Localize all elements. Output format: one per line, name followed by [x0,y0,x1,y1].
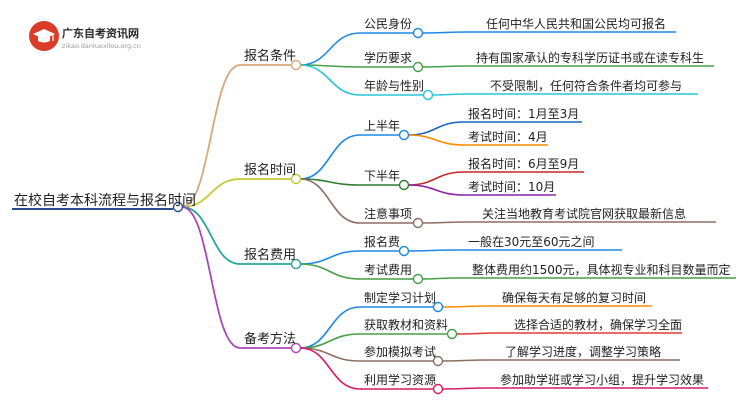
sub-label-citizenship: 公民身份 [364,17,413,31]
sub-label-notes: 注意事项 [364,207,413,221]
edge-branch-3-sub-3 [299,347,361,390]
edge-root-branch-2 [181,206,241,265]
edge-sub-0-1-note [421,65,469,68]
note-materials: 选择合适的教材，确保学习全面 [514,318,683,332]
note-citizenship: 任何中华人民共和国公民均可报名 [486,17,667,31]
item-second-half-exam: 考试时间：10月 [468,180,556,194]
edge-sub-1-item-1 [407,184,465,196]
graduation-cap-icon [29,21,59,51]
edge-root-branch-1 [181,178,241,208]
sub-node-1-2 [412,217,424,229]
item-second-half-registration: 报名时间：6月至9月 [468,157,580,171]
branch-label-time: 报名时间 [244,163,297,178]
note-notes: 关注当地教育考试院官网获取最新信息 [482,207,687,221]
edge-sub-2-1-note [421,277,456,280]
edge-sub-0-0-note [421,31,469,34]
edge-branch-1-sub-0 [299,134,361,180]
sub-label-resources: 利用学习资源 [364,373,437,387]
sub-label-materials: 获取教材和资料 [364,318,449,332]
branch-node-1 [290,173,302,185]
branch-node-3 [290,342,302,354]
edge-branch-2-sub-1 [299,263,361,280]
edge-branch-1-sub-2 [299,178,361,224]
note-study-plan: 确保每天有足够的复习时间 [502,291,647,305]
sub-node-3-3 [432,383,444,395]
sub-label-study-plan: 制定学习计划 [364,291,437,305]
sub-node-3-2 [432,355,444,367]
edge-branch-3-sub-0 [299,306,361,349]
note-exam-fee: 整体费用约1500元，具体视专业和科目数量而定 [472,263,731,277]
sub-label-education: 学历要求 [364,51,413,65]
branch-label-fees: 报名费用 [244,248,297,263]
edge-sub-3-1-note [455,332,501,335]
sub-node-2-1 [412,273,424,285]
sub-node-3-1 [446,328,458,340]
sub-label-registration-fee: 报名费 [364,235,401,249]
edge-branch-1-sub-1 [299,178,361,186]
sub-label-first-half: 上半年 [364,119,401,133]
logo-url: zikao.danluexilou.org.cn [62,42,141,50]
branch-label-prep: 备考方法 [244,332,297,347]
item-first-half-exam: 考试时间：4月 [468,130,548,144]
sub-label-age-gender: 年龄与性别 [364,79,425,93]
edge-sub-0-2-note [431,93,469,96]
edge-sub-1-item-0 [407,171,465,186]
root-node [172,201,184,213]
edge-sub-2-0-note [407,249,456,252]
edge-sub-1-2-note [421,221,469,224]
sub-label-exam-fee: 考试费用 [364,263,413,277]
sub-node-3-0 [432,301,444,313]
edge-root-branch-0 [181,64,241,208]
note-mock-exam: 了解学习进度，调整学习策略 [505,345,662,359]
sub-node-0-0 [412,27,424,39]
edge-sub-0-item-0 [407,121,465,136]
edge-sub-3-0-note [441,305,489,308]
item-first-half-registration: 报名时间：1月至3月 [468,107,580,121]
edge-branch-0-sub-2 [299,64,361,96]
edge-branch-0-sub-0 [299,32,361,66]
note-age-gender: 不受限制，任何符合条件者均可参与 [490,79,683,93]
branch-label-conditions: 报名条件 [244,49,297,64]
logo-title: 广东自考资讯网 [62,27,139,40]
edge-sub-3-3-note [441,387,489,390]
sub-label-second-half: 下半年 [364,169,401,183]
edge-branch-2-sub-0 [299,250,361,265]
sub-node-1-0 [398,129,410,141]
logo [28,20,60,52]
branch-node-0 [290,59,302,71]
branch-node-2 [290,258,302,270]
sub-node-2-0 [398,245,410,257]
sub-node-1-1 [398,179,410,191]
note-resources: 参加助学班或学习小组，提升学习效果 [500,373,705,387]
edge-root-branch-3 [181,206,241,349]
sub-label-mock-exam: 参加模拟考试 [364,345,437,359]
edge-sub-3-2-note [441,359,489,362]
sub-node-0-1 [412,61,424,73]
note-registration-fee: 一般在30元至60元之间 [468,235,595,249]
edge-sub-0-item-1 [407,134,465,146]
sub-node-0-2 [422,89,434,101]
root-topic: 在校自考本科流程与报名时间 [14,193,196,209]
note-education: 持有国家承认的专科学历证书或在读专科生 [476,51,705,65]
